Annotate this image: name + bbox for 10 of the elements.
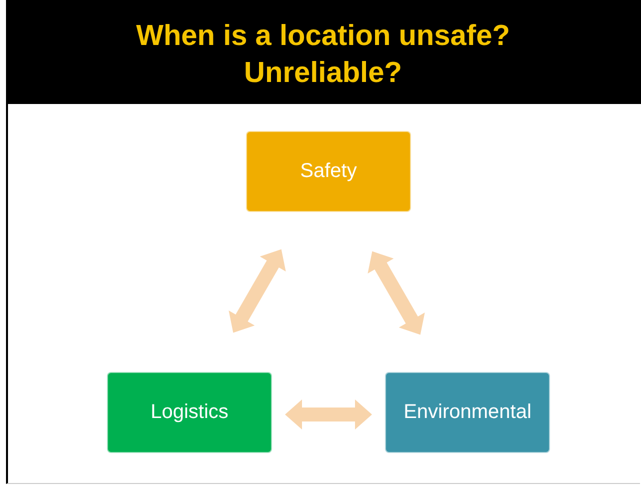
- box-label: Safety: [300, 160, 357, 183]
- process-box: [385, 372, 550, 453]
- double-arrow: [285, 400, 372, 430]
- box-label: Logistics: [150, 401, 228, 424]
- process-box: [107, 372, 272, 453]
- box-label: Environmental: [404, 401, 532, 424]
- double-arrow: [368, 251, 425, 335]
- process-box: [246, 131, 411, 212]
- double-arrow: [228, 249, 286, 333]
- title: When is a location unsafe? Unreliable?: [135, 19, 511, 91]
